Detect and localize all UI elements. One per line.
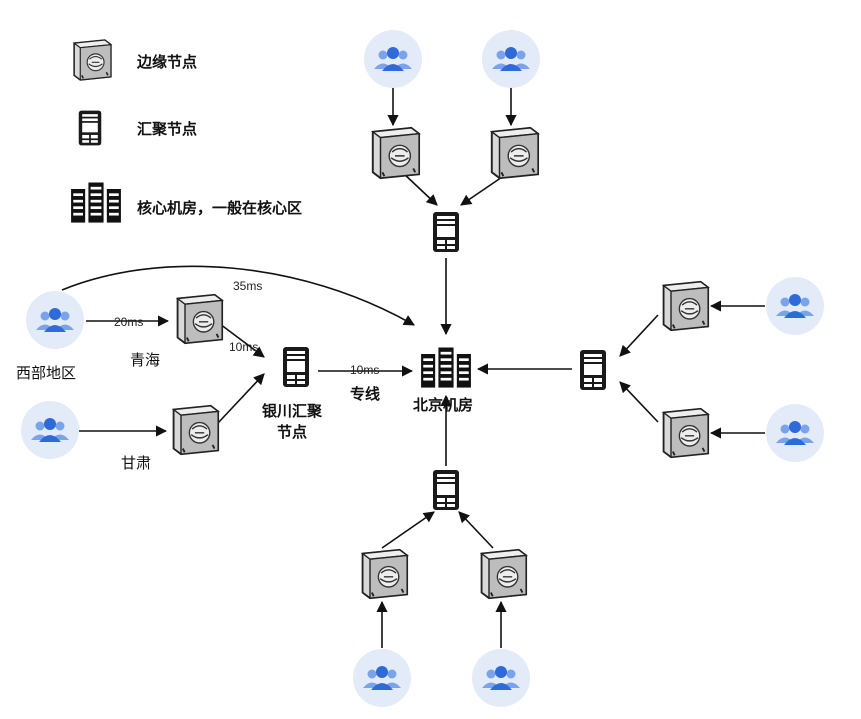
aggregation-node-icon-right	[580, 350, 606, 390]
gansu-label: 甘肃	[121, 454, 151, 472]
beijing-label: 北京机房	[413, 396, 473, 414]
aggregation-node-legend-icon	[78, 110, 102, 146]
user-icon-right-bottom	[766, 404, 824, 462]
aggregation-node-icon-bottom	[433, 470, 459, 510]
user-icon-top-left	[364, 30, 422, 88]
latency-yinchuan-beijing: 10ms	[350, 363, 379, 377]
edge-west-beijing	[61, 265, 415, 326]
user-icon-top-right	[482, 30, 540, 88]
edge-node-icon-right-bottom	[662, 407, 710, 459]
edge-gansu-yinchuan	[217, 373, 265, 424]
qinghai-label: 青海	[130, 351, 160, 369]
legend: 边缘节点 汇聚节点 核心机房，一般在核心区	[71, 39, 302, 223]
latency-west-beijing: 35ms	[233, 279, 262, 293]
user-icon-bottom-left	[353, 649, 411, 707]
core-room-icon-beijing	[421, 347, 471, 388]
edge-right-box-top	[619, 314, 659, 357]
edge-node-icon-bottom-right	[480, 548, 528, 600]
edge-node-icon-qinghai	[176, 293, 224, 345]
latency-west-qinghai: 20ms	[114, 315, 143, 329]
edge-node-icon-bottom-left	[361, 548, 409, 600]
edge-node-legend-icon	[73, 39, 112, 81]
edge-node-icon-top-right	[490, 126, 540, 180]
user-icon-gansu	[21, 401, 79, 459]
legend-core-room-label: 核心机房，一般在核心区	[137, 199, 302, 217]
user-icon-right-top	[766, 277, 824, 335]
user-icon-bottom-right	[472, 649, 530, 707]
edge-qinghai-yinchuan	[219, 323, 265, 358]
latency-qinghai-yinchuan: 10ms	[229, 340, 258, 354]
user-icon-west	[26, 291, 84, 349]
edge-bottom-box-right	[458, 511, 494, 549]
dedicated-line-label: 专线	[350, 385, 380, 403]
west-region-label: 西部地区	[16, 364, 76, 382]
yinchuan-label-line1: 银川汇聚	[262, 402, 323, 420]
edge-node-icon-top-left	[371, 126, 421, 180]
legend-aggregation-node-label: 汇聚节点	[137, 120, 197, 138]
edge-bottom-box-left	[381, 511, 435, 549]
aggregation-node-icon-yinchuan	[283, 347, 309, 387]
edge-node-icon-gansu	[172, 404, 220, 456]
legend-edge-node-label: 边缘节点	[136, 53, 197, 71]
yinchuan-label-line2: 节点	[277, 423, 307, 441]
edge-top-box-left	[402, 172, 438, 206]
edges	[61, 87, 765, 648]
aggregation-node-icon-top	[433, 212, 459, 252]
edge-node-icon-right-top	[662, 280, 710, 332]
core-room-legend-icon	[71, 182, 121, 223]
edge-right-box-bottom	[619, 381, 659, 423]
